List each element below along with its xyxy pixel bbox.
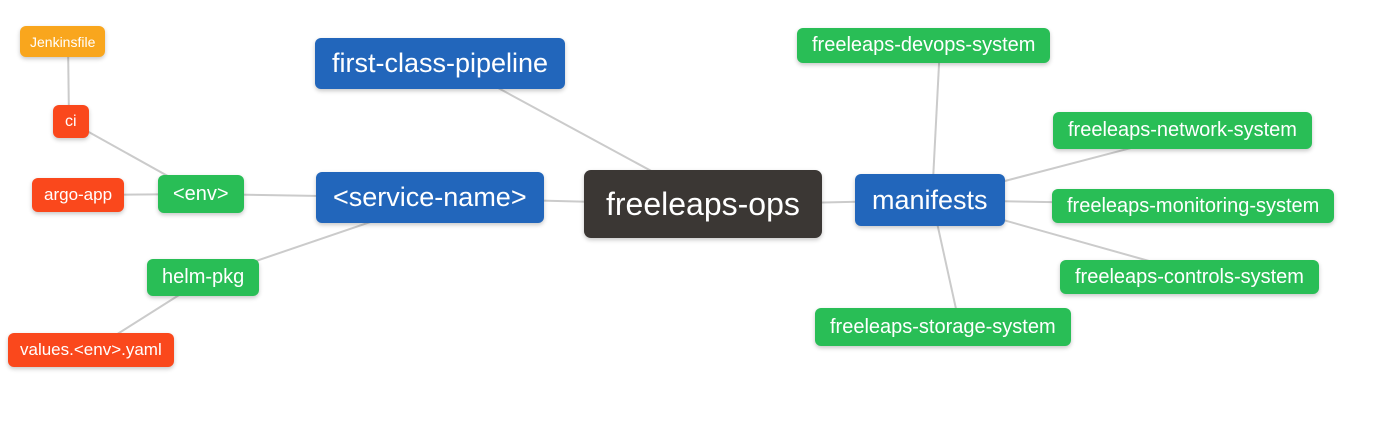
node-freeleaps-storage-system[interactable]: freeleaps-storage-system: [815, 308, 1071, 346]
node-jenkinsfile[interactable]: Jenkinsfile: [20, 26, 106, 57]
node-freeleaps-network-system[interactable]: freeleaps-network-system: [1053, 112, 1312, 149]
node-env[interactable]: <env>: [158, 175, 244, 213]
node-first-class-pipeline[interactable]: first-class-pipeline: [315, 38, 566, 89]
node-argo-app[interactable]: argo-app: [32, 178, 125, 212]
node-freeleaps-controls-system[interactable]: freeleaps-controls-system: [1060, 260, 1319, 294]
node-values-env-yaml[interactable]: values.<env>.yaml: [8, 333, 174, 367]
node-helm-pkg[interactable]: helm-pkg: [147, 259, 260, 296]
node-freeleaps-ops[interactable]: freeleaps-ops: [584, 170, 822, 238]
node-freeleaps-monitoring-system[interactable]: freeleaps-monitoring-system: [1052, 189, 1335, 223]
node-ci[interactable]: ci: [53, 105, 89, 138]
node-manifests[interactable]: manifests: [855, 174, 1005, 226]
node-freeleaps-devops-system[interactable]: freeleaps-devops-system: [797, 28, 1051, 63]
node-service-name[interactable]: <service-name>: [316, 172, 544, 223]
